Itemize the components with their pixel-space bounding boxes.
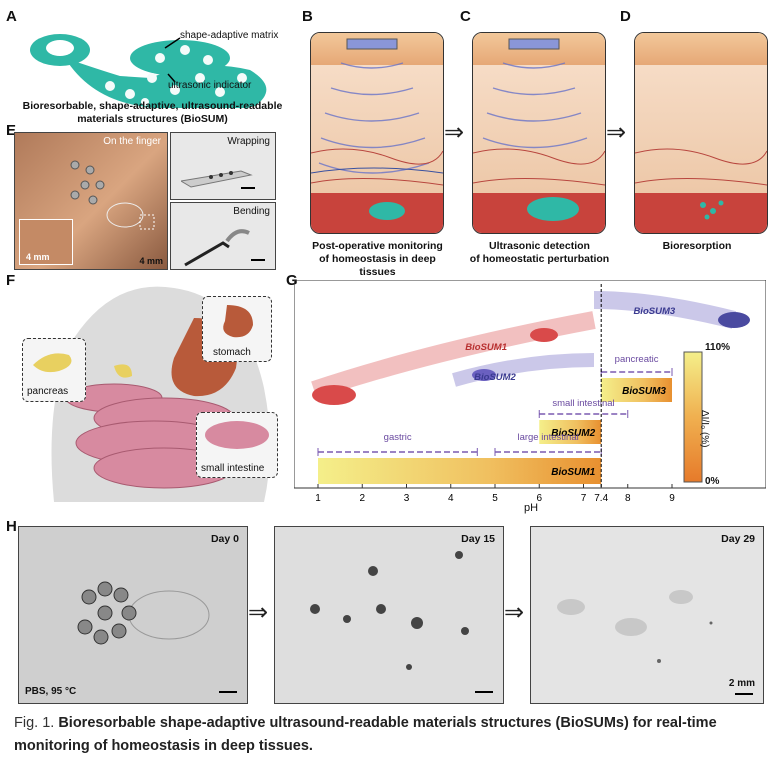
panel-a-caption-line1: Bioresorbable, shape-adaptive, ultrasoun… xyxy=(22,100,283,112)
day15-photo: Day 15 xyxy=(274,526,504,704)
colorbar-label: ΔI/I₀ (%) xyxy=(699,410,710,448)
x-tick-label-5: 6 xyxy=(536,493,542,504)
day0-photo: Day 0 PBS, 95 °C xyxy=(18,526,248,704)
x-tick-label-1: 2 xyxy=(359,493,365,504)
panel-a-caption: Bioresorbable, shape-adaptive, ultrasoun… xyxy=(10,100,295,126)
figure-caption: Fig. 1. Bioresorbable shape-adaptive ult… xyxy=(14,712,759,758)
scale-bar-day15 xyxy=(475,691,493,693)
day15-label: Day 15 xyxy=(461,533,495,545)
panel-b-caption-line1: Post-operative monitoring xyxy=(312,240,443,252)
bar-biosum1 xyxy=(318,458,602,484)
anatomy-figure: pancreas stomach small intestine xyxy=(14,278,280,502)
x-tick-label-8: 8 xyxy=(625,493,631,504)
range-label-2: small intestinal xyxy=(552,398,614,409)
tissue-block-d xyxy=(634,32,768,234)
arrow-c-d: ⇒ xyxy=(606,119,627,146)
arrow-b-c: ⇒ xyxy=(444,119,465,146)
device-label-biosum1: BioSUM1 xyxy=(465,342,507,353)
x-tick-label-3: 4 xyxy=(448,493,454,504)
finger-photo: On the finger 4 mm 4 mm xyxy=(14,132,168,270)
panel-f-label: F xyxy=(6,272,16,289)
figure-caption-title: Bioresorbable shape-adaptive ultrasound-… xyxy=(14,715,717,754)
panel-c-caption-line1: Ultrasonic detection xyxy=(489,240,590,252)
range-label-3: pancreatic xyxy=(615,354,659,365)
finger-inset: 4 mm xyxy=(19,219,73,265)
panel-a-label: A xyxy=(6,8,17,25)
condition-label: PBS, 95 °C xyxy=(25,686,77,697)
x-tick-label-2: 3 xyxy=(404,493,410,504)
panel-h-label: H xyxy=(6,518,17,535)
colorbar-max: 110% xyxy=(705,342,731,353)
panel-b-label: B xyxy=(302,8,313,25)
biosum-device-drawing xyxy=(30,34,267,108)
arrow-h1: ⇒ xyxy=(248,599,269,626)
bending-label: Bending xyxy=(233,206,270,217)
x-axis-label: pH xyxy=(524,502,539,514)
colorbar xyxy=(683,351,703,483)
bending-photo: Bending xyxy=(170,202,276,270)
tissue-block-b xyxy=(310,32,444,234)
x-tick-label-0: 1 xyxy=(315,493,321,504)
pancreas-label: pancreas xyxy=(27,386,69,397)
panel-g-label: G xyxy=(286,272,298,289)
day29-photo: Day 29 2 mm xyxy=(530,526,764,704)
panel-c-caption: Ultrasonic detection of homeostatic pert… xyxy=(462,240,617,266)
x-tick-label-9: 9 xyxy=(669,493,675,504)
wrapping-device xyxy=(181,170,255,189)
finger-scale: 4 mm xyxy=(139,256,163,266)
annot-shape-matrix: shape-adaptive matrix xyxy=(180,30,279,41)
colorbar-min: 0% xyxy=(705,476,720,487)
pancreas-callout: pancreas xyxy=(22,338,86,402)
figure-caption-prefix: Fig. 1. xyxy=(14,715,55,731)
scale-bar-day29 xyxy=(735,693,753,695)
scale-bar-day0 xyxy=(219,691,237,693)
panel-c-label: C xyxy=(460,8,471,25)
panel-a-caption-line2: materials structures (BioSUM) xyxy=(77,113,228,125)
tissue-block-c xyxy=(472,32,606,234)
range-label-0: gastric xyxy=(384,432,412,443)
arrow-h2: ⇒ xyxy=(504,599,525,626)
panel-b-caption-line2: of homeostasis in deep tissues xyxy=(319,253,436,278)
bar-label-biosum3: BioSUM3 xyxy=(622,386,666,397)
bar-label-biosum2: BioSUM2 xyxy=(551,428,595,439)
panel-b-caption: Post-operative monitoring of homeostasis… xyxy=(300,240,455,279)
bar-biosum2 xyxy=(539,420,602,444)
x-tick-label-6: 7 xyxy=(581,493,587,504)
wrapping-label: Wrapping xyxy=(227,136,270,147)
small-intestine-label: small intestine xyxy=(201,463,265,474)
inset-scale: 4 mm xyxy=(26,252,50,262)
scale-label: 2 mm xyxy=(728,678,755,689)
bending-device xyxy=(184,229,265,267)
wrapping-photo: Wrapping xyxy=(170,132,276,200)
annot-ultrasonic-indicator: ultrasonic indicator xyxy=(168,80,252,91)
x-tick-label-7: 7.4 xyxy=(594,493,608,504)
device-label-biosum3: BioSUM3 xyxy=(633,306,675,317)
bar-label-biosum1: BioSUM1 xyxy=(551,467,595,478)
panel-d-label: D xyxy=(620,8,631,25)
bar-biosum3 xyxy=(601,378,672,402)
finger-device xyxy=(70,160,155,230)
device-label-biosum2: BioSUM2 xyxy=(474,372,516,383)
stomach-label: stomach xyxy=(213,347,251,358)
x-tick-label-4: 5 xyxy=(492,493,498,504)
panel-e-label: E xyxy=(6,122,17,139)
day29-label: Day 29 xyxy=(721,533,755,545)
finger-label: On the finger xyxy=(103,136,161,147)
range-label-1: large intestinal xyxy=(517,432,578,443)
day0-label: Day 0 xyxy=(210,533,239,545)
small-intestine-callout: small intestine xyxy=(196,412,278,478)
panel-c-caption-line2: of homeostatic perturbation xyxy=(469,253,610,265)
panel-d-caption: Bioresorption xyxy=(662,240,732,252)
stomach-callout: stomach xyxy=(202,296,272,362)
